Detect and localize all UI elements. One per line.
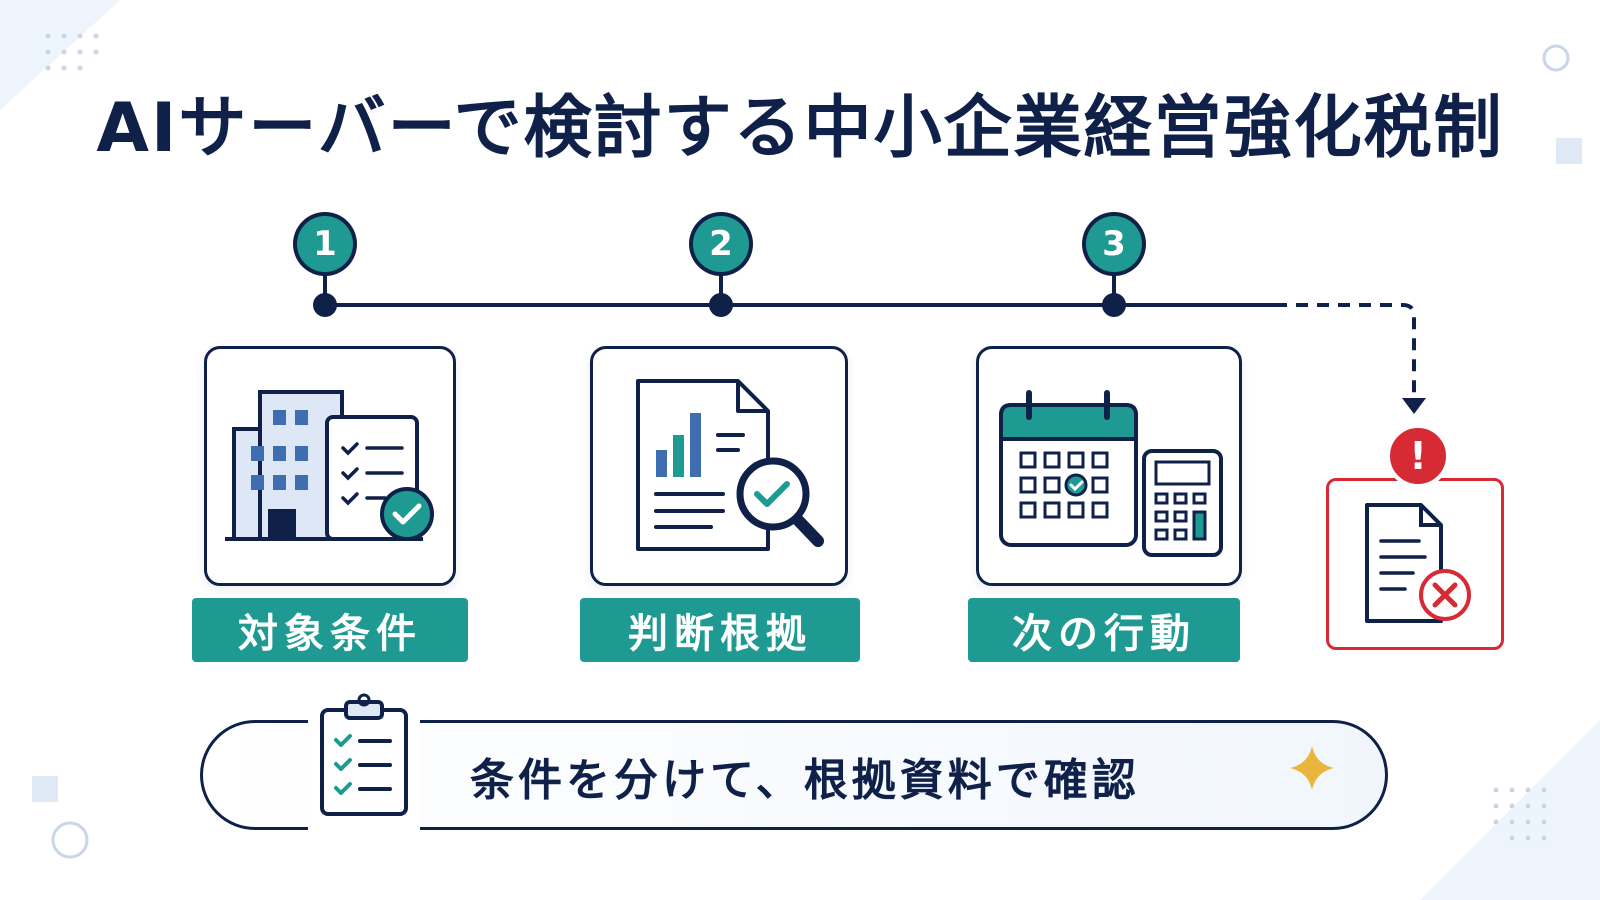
document-error-icon [1365, 503, 1471, 623]
step-label-1: 対象条件 [192, 598, 468, 662]
step-number-2: 2 [693, 216, 749, 272]
summary-text: 条件を分けて、根拠資料で確認 [470, 755, 1140, 806]
step-number-1: 1 [297, 216, 353, 272]
step-card-2 [590, 346, 848, 586]
report-magnifier-icon [636, 379, 824, 551]
building-checklist-icon [225, 390, 434, 541]
calendar-calculator-icon [999, 390, 1223, 557]
page-title: AIサーバーで検討する中小企業経営強化税制 [96, 89, 1504, 168]
timeline-node-1 [313, 293, 337, 317]
step-label-2: 判断根拠 [580, 598, 860, 662]
clipboard-checklist-icon [308, 690, 420, 830]
timeline-node-2 [709, 293, 733, 317]
step-number-3: 3 [1086, 216, 1142, 272]
timeline-node-3 [1102, 293, 1126, 317]
step-card-1 [204, 346, 456, 586]
warning-badge-icon: ! [1386, 424, 1450, 488]
warning-card [1326, 478, 1504, 650]
step-card-3 [976, 346, 1242, 586]
step-label-3: 次の行動 [968, 598, 1240, 662]
